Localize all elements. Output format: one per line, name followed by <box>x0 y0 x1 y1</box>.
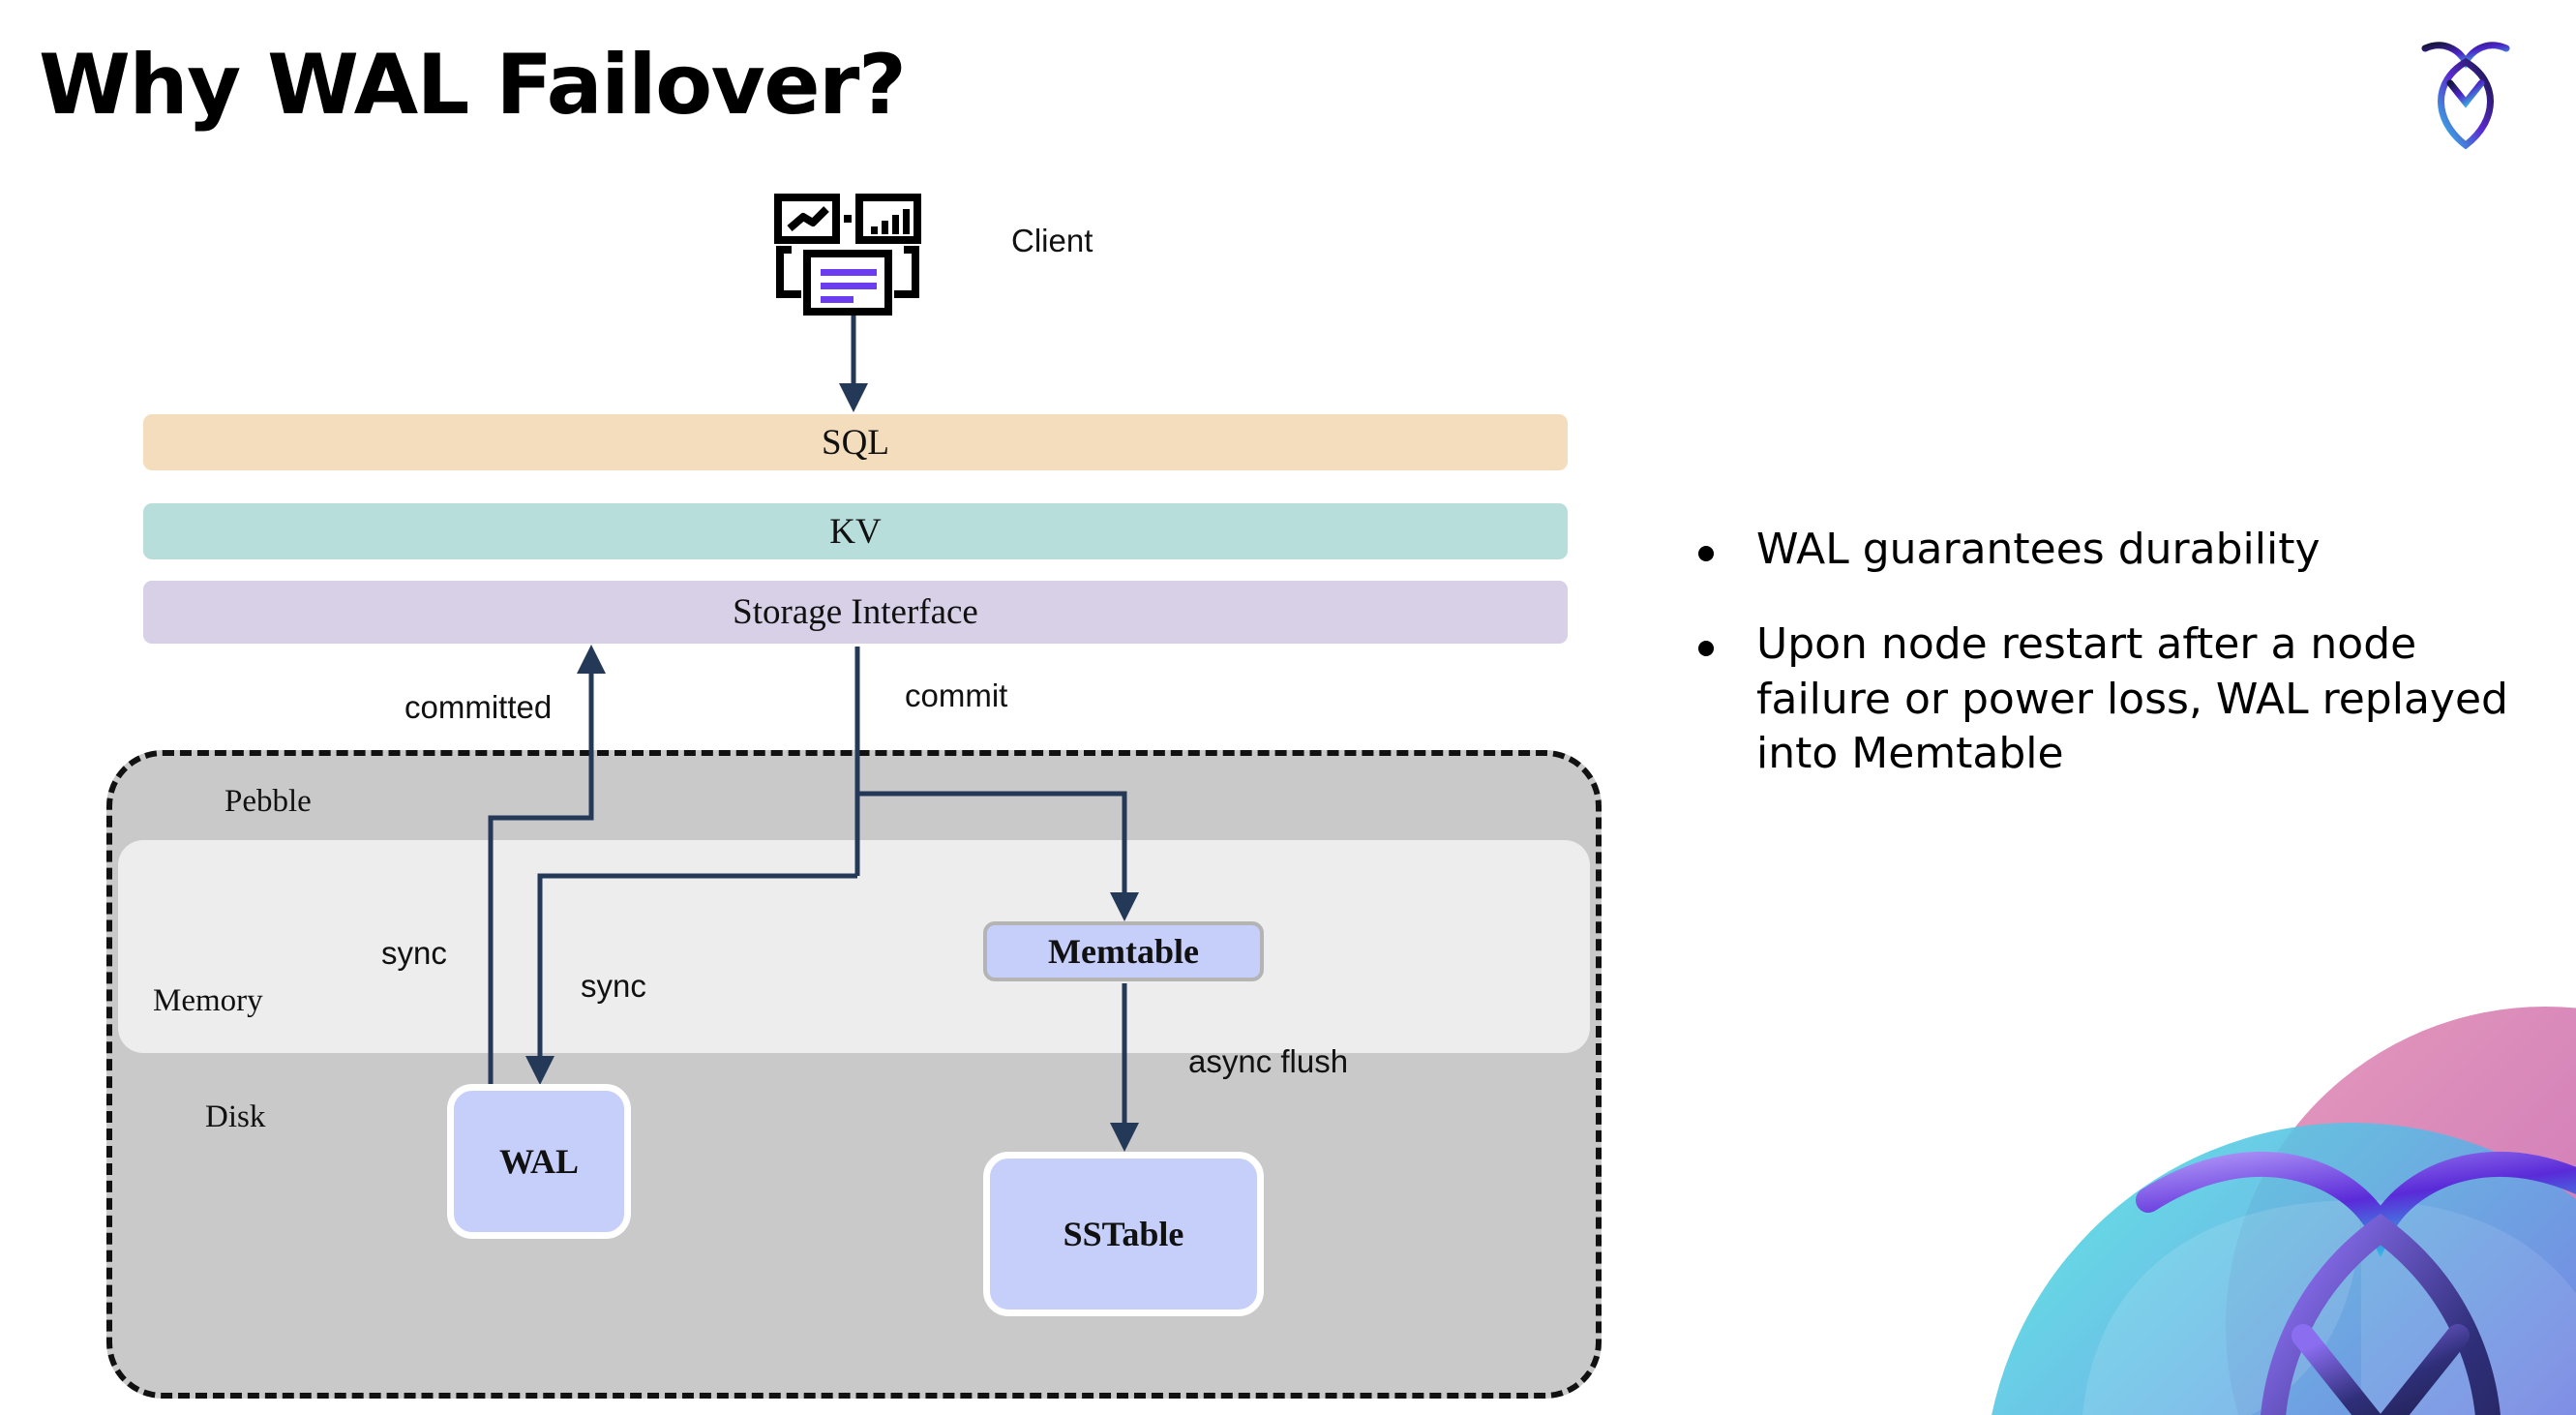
layer-kv-label: KV <box>829 511 882 552</box>
client-label: Client <box>1011 223 1093 258</box>
edge-label-sync-down: sync <box>581 968 646 1004</box>
edge-committed <box>488 645 606 1084</box>
edge-label-async-flush: async flush <box>1188 1043 1349 1079</box>
edge-label-sync-up: sync <box>381 935 447 971</box>
cockroachdb-logo-icon <box>2421 42 2510 150</box>
bullet-dot-icon <box>1698 546 1714 561</box>
edge-label-commit: commit <box>905 677 1008 713</box>
diagram-edges <box>488 316 1139 1152</box>
bullet-dot-icon <box>1698 641 1714 657</box>
layer-sql-label: SQL <box>822 422 889 463</box>
layer-storage-interface-label: Storage Interface <box>733 592 978 632</box>
bullet-text: Upon node restart after a node failure o… <box>1756 619 2508 778</box>
disk-label: Disk <box>205 1099 266 1134</box>
layer-kv: KV <box>143 503 1568 559</box>
list-item: Upon node restart after a node failure o… <box>1698 617 2540 781</box>
layer-sql: SQL <box>143 414 1568 470</box>
node-memtable-label: Memtable <box>1048 932 1199 971</box>
node-sstable: SSTable <box>983 1152 1264 1316</box>
edge-sync-down <box>525 873 857 1085</box>
layer-storage-interface: Storage Interface <box>143 581 1568 644</box>
edge-commit-to-memtable <box>857 791 1139 921</box>
node-sstable-label: SSTable <box>1063 1215 1184 1253</box>
cockroachdb-watermark-graphic <box>1992 1007 2576 1415</box>
node-wal: WAL <box>447 1084 631 1239</box>
bullet-list: WAL guarantees durability Upon node rest… <box>1698 523 2540 822</box>
pebble-label: Pebble <box>225 784 312 819</box>
client-dashboard-icon <box>774 194 921 316</box>
bullet-text: WAL guarantees durability <box>1756 525 2321 574</box>
page-title: Why WAL Failover? <box>39 37 907 134</box>
node-memtable: Memtable <box>983 921 1264 981</box>
node-wal-label: WAL <box>498 1142 580 1181</box>
memory-label: Memory <box>153 983 263 1018</box>
architecture-diagram: Client SQL KV Storage Interface Pebble M… <box>106 194 1602 1399</box>
edge-label-committed: committed <box>404 689 553 725</box>
list-item: WAL guarantees durability <box>1698 523 2540 577</box>
